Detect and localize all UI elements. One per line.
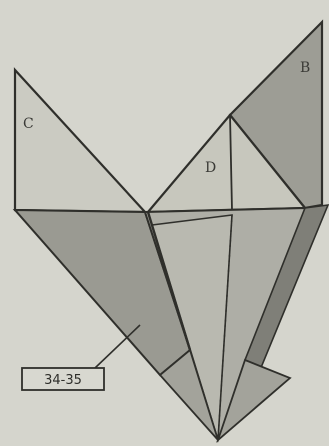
- reference-box-text: 34-35: [44, 373, 82, 388]
- label-c: C: [23, 116, 34, 132]
- label-b: B: [300, 60, 310, 76]
- label-d: D: [205, 160, 216, 176]
